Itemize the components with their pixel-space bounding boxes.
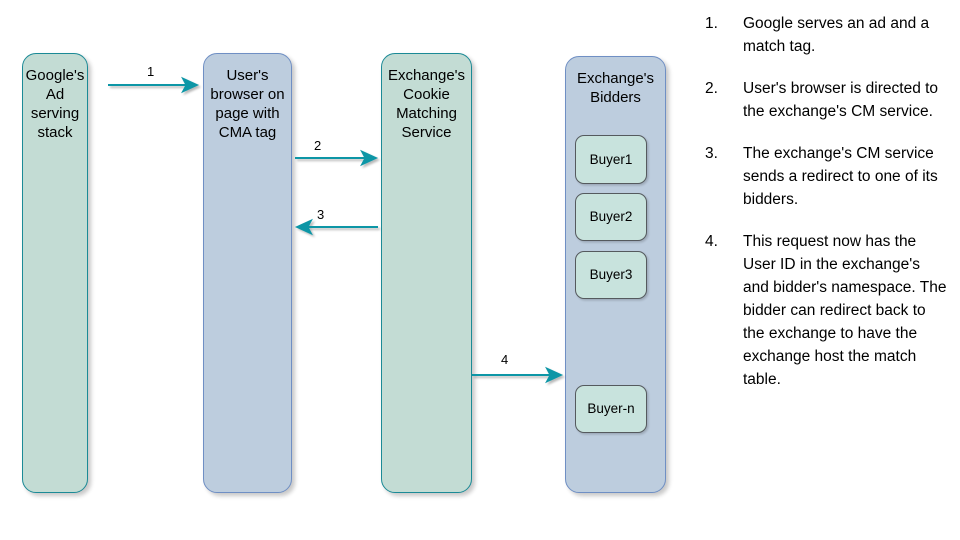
step-text: Google serves an ad and a match tag. <box>743 15 930 55</box>
step-item: 4. This request now has the User ID in t… <box>705 230 950 391</box>
bidder-chip-label: Buyer2 <box>589 209 633 224</box>
arrow-2-number: 2 <box>314 138 322 153</box>
bidder-chip-buyer1[interactable]: Buyer1 <box>575 135 647 184</box>
node-google-ad-serving-stack[interactable]: Google's Ad serving stack <box>22 53 88 493</box>
step-number: 3. <box>705 145 718 162</box>
node-user-browser[interactable]: User's browser on page with CMA tag <box>203 53 292 493</box>
step-text: User's browser is directed to the exchan… <box>743 80 939 120</box>
bidder-chip-label: Buyer3 <box>589 267 633 282</box>
arrow-1-number: 1 <box>147 64 155 79</box>
node-label: Exchange's Cookie Matching Service <box>387 67 466 141</box>
step-item: 2. User's browser is directed to the exc… <box>705 77 950 123</box>
step-number: 1. <box>705 15 718 32</box>
step-item: 1. Google serves an ad and a match tag. <box>705 12 950 58</box>
bidder-chip-buyer-n[interactable]: Buyer-n <box>575 385 647 433</box>
step-number: 2. <box>705 80 718 97</box>
arrow-3-number: 3 <box>317 207 325 222</box>
step-item: 3. The exchange's CM service sends a red… <box>705 142 950 211</box>
bidder-chip-label: Buyer1 <box>589 151 633 167</box>
bidder-chip-buyer3[interactable]: Buyer3 <box>575 251 647 299</box>
step-text: The exchange's CM service sends a redire… <box>743 145 938 208</box>
bidder-chip-buyer2[interactable]: Buyer2 <box>575 193 647 241</box>
step-number: 4. <box>705 233 718 250</box>
node-cookie-matching-service[interactable]: Exchange's Cookie Matching Service <box>381 53 472 493</box>
node-label: Google's Ad serving stack <box>25 67 85 141</box>
step-text: This request now has the User ID in the … <box>743 233 947 388</box>
node-label: Exchange's Bidders <box>576 70 655 106</box>
bidder-chip-label: Buyer-n <box>587 401 635 416</box>
arrow-4-number: 4 <box>501 352 509 367</box>
node-label: User's browser on page with CMA tag <box>210 67 285 141</box>
steps-list: 1. Google serves an ad and a match tag. … <box>705 12 950 410</box>
